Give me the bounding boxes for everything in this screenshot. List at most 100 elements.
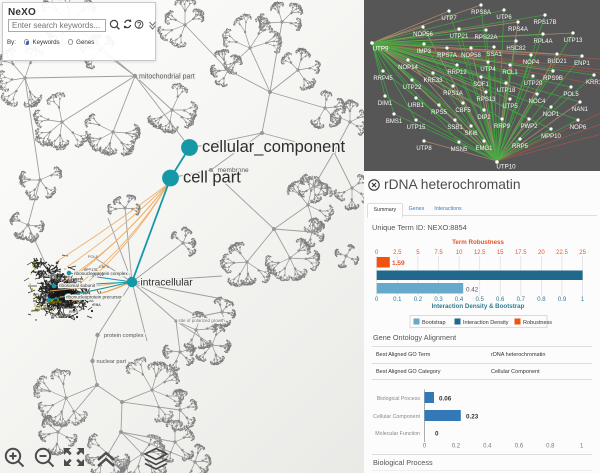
svg-text:SSU: SSU <box>52 280 60 284</box>
svg-text:subunit: subunit <box>73 293 84 297</box>
svg-text:NOP56: NOP56 <box>61 315 73 319</box>
svg-text:0.7: 0.7 <box>517 297 526 303</box>
svg-text:66S: 66S <box>64 288 71 292</box>
svg-text:CBF5: CBF5 <box>455 108 471 114</box>
svg-text:0.23: 0.23 <box>466 414 479 421</box>
svg-text:subunit: subunit <box>62 306 73 310</box>
svg-text:prerib: prerib <box>63 278 72 282</box>
svg-text:KRE33: KRE33 <box>423 78 443 84</box>
svg-text:RCL1: RCL1 <box>502 70 518 76</box>
svg-text:RPL4A: RPL4A <box>45 293 57 297</box>
svg-text:RPS5: RPS5 <box>65 290 74 294</box>
svg-text:RPS17B: RPS17B <box>35 307 49 311</box>
svg-text:2.5: 2.5 <box>393 250 402 256</box>
svg-text:UTP21: UTP21 <box>450 34 469 40</box>
svg-text:process: process <box>51 273 64 277</box>
svg-text:NOP6: NOP6 <box>570 125 587 131</box>
svg-text:nucleol: nucleol <box>56 291 67 295</box>
svg-text:mitochondrial part: mitochondrial part <box>139 74 195 81</box>
svg-text:UTP10: UTP10 <box>496 164 516 171</box>
svg-text:1.59: 1.59 <box>392 260 405 267</box>
svg-text:Bootstrap: Bootstrap <box>422 320 446 326</box>
svg-text:RPS1A: RPS1A <box>443 91 463 97</box>
svg-text:0.1: 0.1 <box>393 297 402 303</box>
svg-text:DIM1: DIM1 <box>378 101 393 107</box>
svg-text:NOC4: NOC4 <box>529 99 546 105</box>
svg-text:SSB1: SSB1 <box>447 125 463 131</box>
svg-text:UTP4: UTP4 <box>68 284 77 288</box>
svg-text:NOP4: NOP4 <box>523 60 540 66</box>
svg-text:subunit: subunit <box>45 301 56 305</box>
svg-text:0: 0 <box>375 297 379 303</box>
svg-text:UTP15: UTP15 <box>407 125 426 131</box>
svg-text:prerib: prerib <box>72 297 81 301</box>
svg-text:RPL4A: RPL4A <box>60 282 72 286</box>
svg-text:UTP9: UTP9 <box>373 46 389 53</box>
svg-text:RPS8A: RPS8A <box>45 294 57 298</box>
svg-text:NOP14: NOP14 <box>398 65 418 71</box>
svg-text:UTP10: UTP10 <box>54 282 65 286</box>
svg-text:UTP10: UTP10 <box>62 303 73 307</box>
svg-text:RRP5: RRP5 <box>52 280 61 284</box>
svg-text:RRP9: RRP9 <box>494 124 511 130</box>
svg-text:ribosomal subunit: ribosomal subunit <box>59 283 96 288</box>
svg-text:rRNA: rRNA <box>65 291 74 295</box>
svg-text:subunit: subunit <box>59 315 70 319</box>
svg-text:BMS1: BMS1 <box>386 119 403 125</box>
svg-text:subunit: subunit <box>52 289 63 293</box>
svg-text:nucleol: nucleol <box>63 293 74 297</box>
svg-text:UTP10: UTP10 <box>50 288 61 292</box>
svg-text:0: 0 <box>375 250 379 256</box>
svg-text:snoRNA: snoRNA <box>63 282 77 286</box>
svg-text:1: 1 <box>580 444 584 450</box>
svg-text:EMG1: EMG1 <box>475 146 493 152</box>
svg-text:RPS9B: RPS9B <box>543 76 563 82</box>
svg-text:35S: 35S <box>65 292 72 296</box>
svg-text:0.3: 0.3 <box>434 297 443 303</box>
svg-text:RPS8A: RPS8A <box>51 287 63 291</box>
svg-text:RPS22A: RPS22A <box>80 299 94 303</box>
svg-text:90S: 90S <box>53 300 60 304</box>
svg-text:RPS5: RPS5 <box>61 291 70 295</box>
svg-text:subunit: subunit <box>52 301 63 305</box>
svg-text:20: 20 <box>538 250 545 256</box>
svg-text:RPS22A: RPS22A <box>68 280 82 284</box>
svg-text:0.5: 0.5 <box>476 297 485 303</box>
svg-text:MSN5: MSN5 <box>451 147 468 153</box>
svg-text:RPS17B: RPS17B <box>52 313 66 317</box>
svg-text:RPL4A: RPL4A <box>61 291 73 295</box>
svg-text:nucleol: nucleol <box>55 290 66 294</box>
svg-text:12.5: 12.5 <box>474 250 486 256</box>
svg-text:NOP56: NOP56 <box>57 302 69 306</box>
svg-text:RPS8A: RPS8A <box>61 305 73 309</box>
svg-text:nucleol: nucleol <box>58 297 69 301</box>
svg-text:RPS17B: RPS17B <box>63 292 77 296</box>
svg-text:15: 15 <box>497 250 504 256</box>
svg-text:RPS8A: RPS8A <box>54 279 66 283</box>
svg-text:22.5: 22.5 <box>556 250 568 256</box>
svg-text:prerib: prerib <box>55 281 64 285</box>
svg-text:0.8: 0.8 <box>546 444 555 450</box>
svg-text:ribonucleoprotein precursor: ribonucleoprotein precursor <box>66 295 122 300</box>
svg-text:RPS1A: RPS1A <box>60 290 72 294</box>
svg-text:RRP45: RRP45 <box>373 76 393 82</box>
svg-text:RRP5: RRP5 <box>63 288 72 292</box>
svg-text:RPS17B: RPS17B <box>84 268 98 272</box>
svg-text:UTP22: UTP22 <box>92 273 104 277</box>
svg-text:cell part: cell part <box>183 169 241 187</box>
svg-text:rRNA: rRNA <box>92 303 101 307</box>
svg-text:BUD21: BUD21 <box>547 59 567 65</box>
svg-text:RPL4A: RPL4A <box>533 39 552 45</box>
svg-text:site of polarized growth: site of polarized growth <box>179 318 226 323</box>
svg-text:0.4: 0.4 <box>455 297 464 303</box>
svg-text:RPS22A: RPS22A <box>62 291 76 295</box>
svg-text:process: process <box>71 277 84 281</box>
svg-text:RPS8A: RPS8A <box>471 10 491 16</box>
svg-text:RPS22A: RPS22A <box>56 289 70 293</box>
svg-text:prerib: prerib <box>65 292 74 296</box>
svg-text:snoRNA: snoRNA <box>69 282 83 286</box>
svg-text:prerib: prerib <box>68 301 77 305</box>
svg-text:rRNA: rRNA <box>63 290 72 294</box>
svg-text:RPL7A: RPL7A <box>67 284 79 288</box>
svg-text:RRP5: RRP5 <box>68 296 77 300</box>
